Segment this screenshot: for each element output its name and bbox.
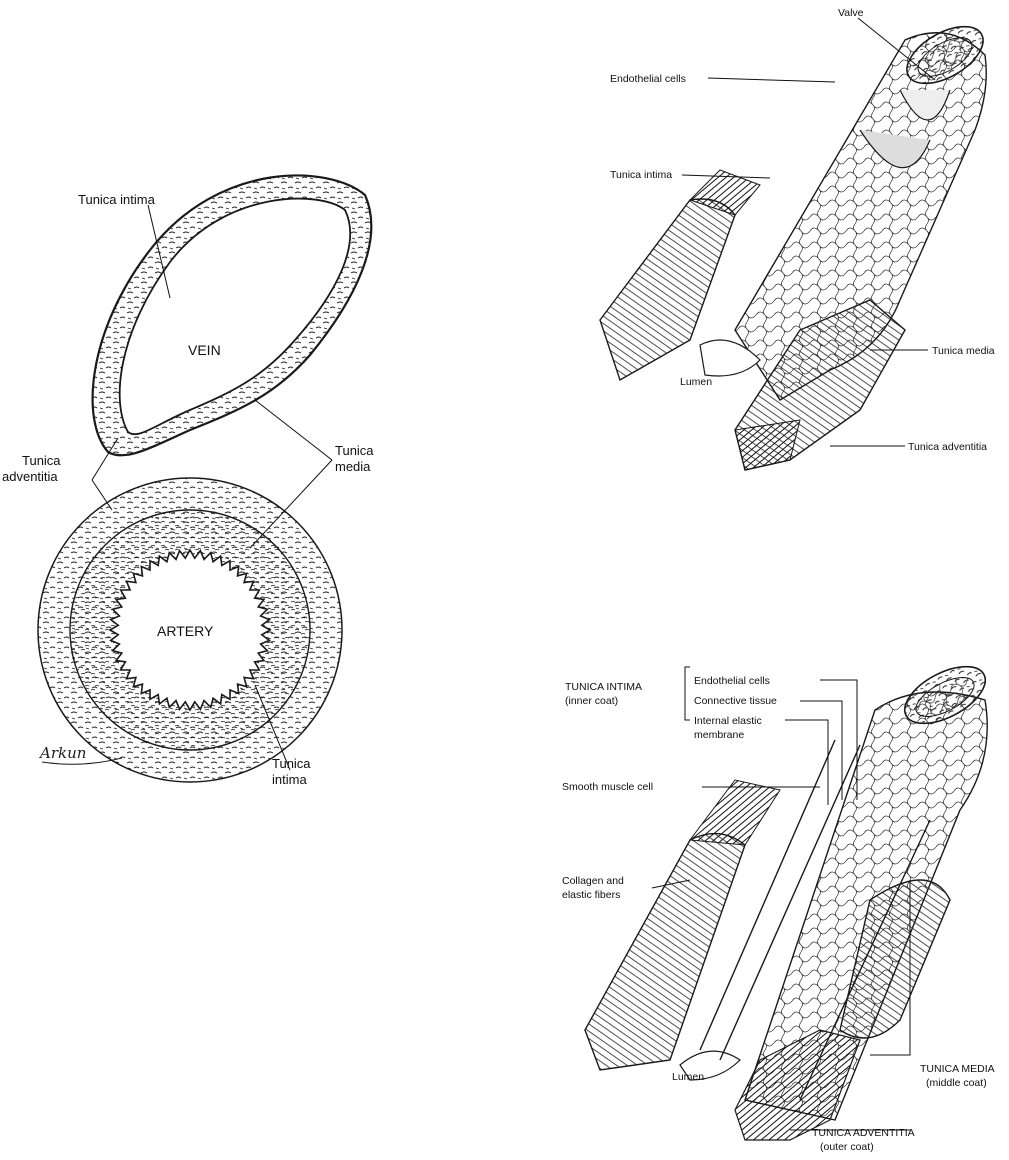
vein-intima-label: Tunica intima <box>78 192 156 207</box>
collagen-label: Collagen and elastic fibers <box>562 875 627 901</box>
vein-endothelial-label: Endothelial cells <box>610 73 686 85</box>
media-label: Tunica media <box>335 443 377 474</box>
tunica-adventitia-title: TUNICA ADVENTITIA (outer coat) <box>812 1127 917 1153</box>
tunica-media-title: TUNICA MEDIA (middle coat) <box>920 1063 997 1089</box>
adventitia-label: Tunica adventitia <box>2 453 64 484</box>
artist-signature: Arkun <box>38 744 86 762</box>
vein-cross-section <box>93 175 372 455</box>
vein-lumen-label: Lumen <box>680 376 712 388</box>
valve-label: Valve <box>838 7 864 19</box>
vein-intima-3d-label: Tunica intima <box>610 169 672 181</box>
artery-lumen-label: Lumen <box>672 1071 704 1083</box>
internal-elastic-membrane-label: Internal elastic membrane <box>694 715 765 741</box>
vein-media-label: Tunica media <box>932 345 995 357</box>
connective-tissue-label: Connective tissue <box>694 695 777 707</box>
artery-intima-label: Tunica intima <box>272 756 314 787</box>
vein-adventitia-label: Tunica adventitia <box>908 441 987 453</box>
tunica-intima-title: TUNICA INTIMA (inner coat) <box>565 681 644 707</box>
artery-endothelial-label: Endothelial cells <box>694 675 770 687</box>
artery-label: ARTERY <box>157 623 214 639</box>
vein-label: VEIN <box>188 342 221 358</box>
smooth-muscle-label: Smooth muscle cell <box>562 781 653 793</box>
